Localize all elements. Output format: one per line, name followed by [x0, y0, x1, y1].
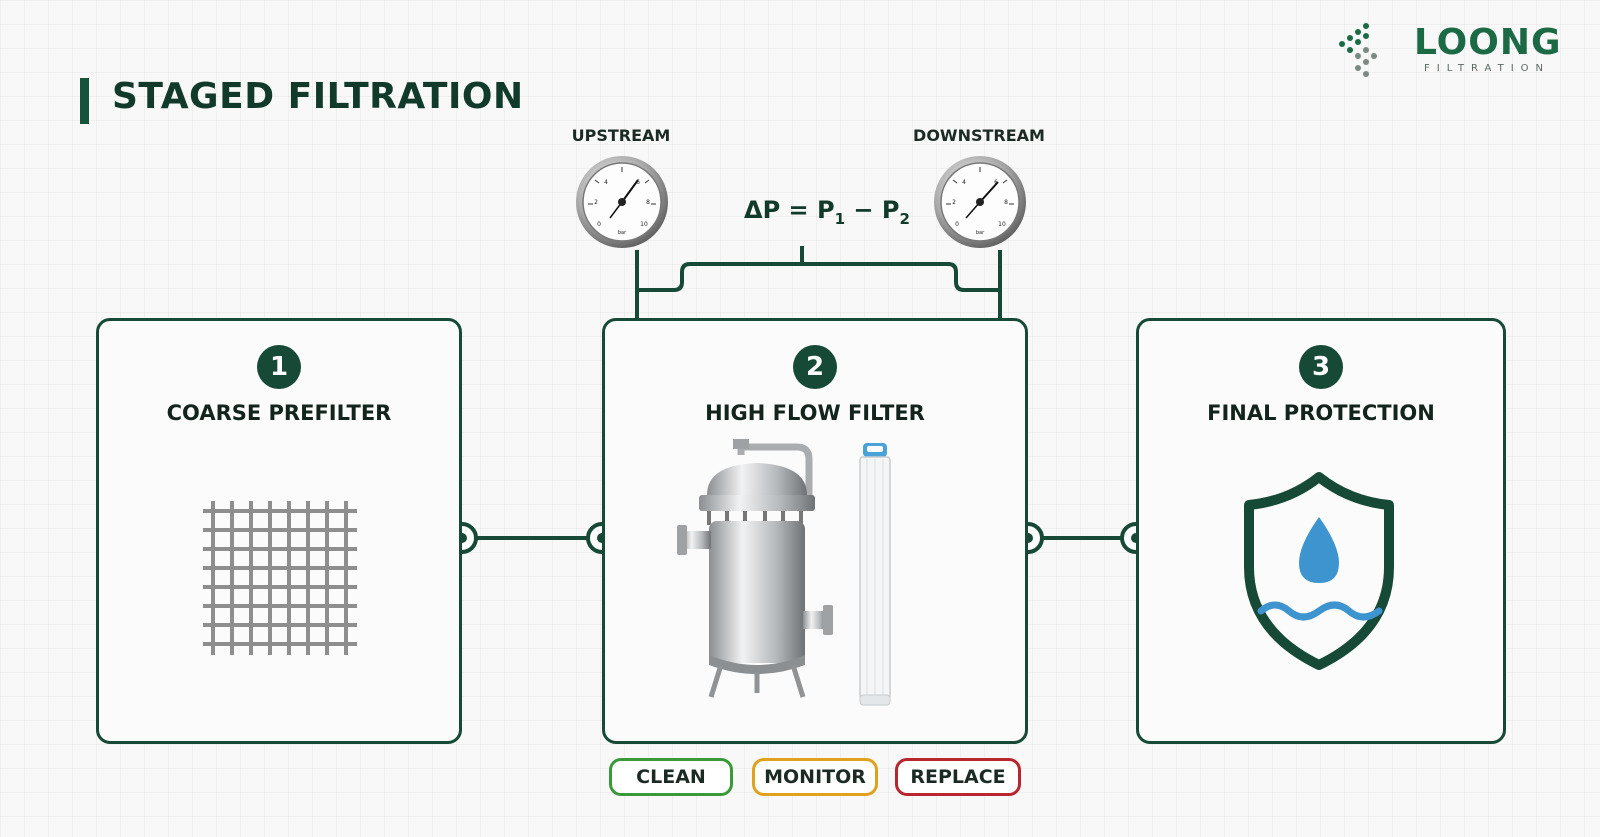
status-monitor-pill: MONITOR: [752, 758, 878, 796]
upstream-tick-8: 8: [646, 199, 650, 206]
upstream-unit: bar: [618, 230, 627, 236]
stage-name: COARSE PREFILTER: [166, 401, 392, 425]
downstream-tick-2: 2: [952, 199, 956, 206]
title-accent-bar: [80, 78, 89, 124]
upstream-tick-6: 6: [636, 179, 640, 186]
upstream-pressure-gauge-icon: 0 2 4 6 8 10 bar: [576, 156, 668, 248]
stage-high-flow-filter: 2 HIGH FLOW FILTER: [602, 318, 1028, 744]
filter-cartridge-icon: [859, 443, 891, 706]
stage-name: HIGH FLOW FILTER: [705, 401, 925, 425]
downstream-tick-10: 10: [998, 221, 1006, 228]
downstream-tick-8: 8: [1004, 199, 1008, 206]
status-clean-pill: CLEAN: [609, 758, 733, 796]
status-replace-pill: REPLACE: [895, 758, 1021, 796]
downstream-tick-4: 4: [962, 179, 966, 186]
mesh-screen-icon: [203, 501, 357, 655]
upstream-tick-2: 2: [594, 199, 598, 206]
stage-number-badge: 3: [1299, 345, 1343, 389]
downstream-label: DOWNSTREAM: [913, 126, 1045, 145]
differential-pressure-formula: ΔP = P1 − P2: [744, 196, 910, 228]
logo-name: LOONG: [1414, 22, 1562, 63]
logo-mark-icon: [1339, 23, 1377, 77]
filter-housing-icon: [677, 439, 833, 698]
downstream-pressure-gauge-icon: 0 2 4 6 8 10 bar: [934, 156, 1026, 248]
brand-logo: LOONG FILTRATION: [1339, 20, 1584, 80]
shield-water-drop-icon: [1244, 472, 1394, 670]
downstream-tick-0: 0: [955, 221, 959, 228]
stage-final-protection: 3 FINAL PROTECTION: [1136, 318, 1506, 744]
page-title: STAGED FILTRATION: [112, 76, 524, 117]
upstream-tick-10: 10: [640, 221, 648, 228]
downstream-tick-6: 6: [994, 179, 998, 186]
upstream-label: UPSTREAM: [571, 126, 671, 145]
stage-name: FINAL PROTECTION: [1207, 401, 1435, 425]
upstream-tick-0: 0: [597, 221, 601, 228]
logo-tagline: FILTRATION: [1424, 63, 1551, 74]
stage-coarse-prefilter: 1 COARSE PREFILTER: [96, 318, 462, 744]
stage-number-badge: 2: [793, 345, 837, 389]
downstream-unit: bar: [976, 230, 985, 236]
upstream-tick-4: 4: [604, 179, 608, 186]
stage-number-badge: 1: [257, 345, 301, 389]
